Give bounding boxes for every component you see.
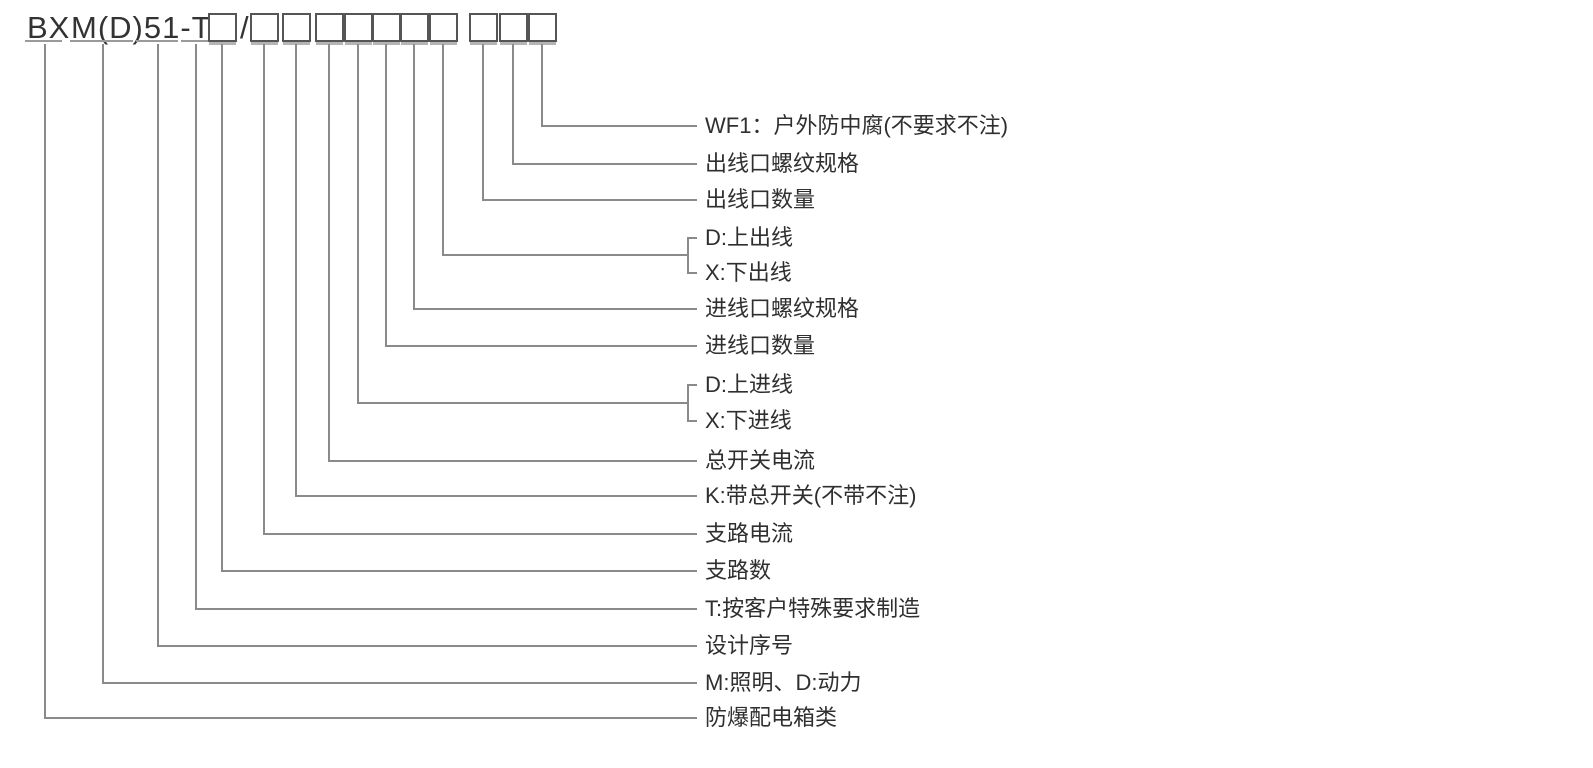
connector-vertical-bx bbox=[44, 44, 46, 719]
code-box-b4 bbox=[315, 13, 344, 42]
connector-vertical-b3 bbox=[295, 44, 297, 497]
label-bx: 防爆配电箱类 bbox=[705, 705, 838, 730]
connector-horizontal-b9 bbox=[482, 199, 697, 201]
code-box-b1 bbox=[208, 13, 237, 42]
label-b10: 出线口螺纹规格 bbox=[705, 151, 860, 176]
connector-vertical-b7 bbox=[413, 44, 415, 310]
bracket-arm-top-b8 bbox=[687, 237, 697, 239]
connector-horizontal-n51 bbox=[157, 645, 697, 647]
code-box-b10 bbox=[499, 13, 528, 42]
bracket-vertical-b8 bbox=[687, 237, 689, 274]
label-b6: 进线口数量 bbox=[705, 333, 816, 358]
label-b3: K:带总开关(不带不注) bbox=[705, 483, 917, 508]
code-box-b9 bbox=[469, 13, 498, 42]
code-middle: M(D)51-T bbox=[71, 10, 212, 45]
connector-horizontal-b3 bbox=[295, 495, 697, 497]
underline-t bbox=[181, 40, 211, 42]
connector-horizontal-b10 bbox=[512, 163, 697, 165]
connector-vertical-b10 bbox=[512, 44, 514, 165]
label-b5-0: D:上进线 bbox=[705, 372, 794, 397]
bracket-arm-bottom-b5 bbox=[687, 420, 697, 422]
underline-bx bbox=[25, 40, 62, 42]
connector-vertical-md bbox=[102, 44, 104, 684]
label-b4: 总开关电流 bbox=[705, 448, 816, 473]
code-box-b5 bbox=[344, 13, 373, 42]
connector-vertical-b5 bbox=[357, 44, 359, 404]
connector-horizontal-b7 bbox=[413, 308, 697, 310]
connector-vertical-b6 bbox=[385, 44, 387, 347]
bracket-arm-top-b5 bbox=[687, 384, 697, 386]
connector-vertical-b1 bbox=[221, 44, 223, 572]
connector-horizontal-b4 bbox=[328, 460, 697, 462]
connector-vertical-b8 bbox=[442, 44, 444, 256]
code-box-b11 bbox=[528, 13, 557, 42]
code-box-b6 bbox=[372, 13, 401, 42]
label-b5-1: X:下进线 bbox=[705, 408, 792, 433]
connector-vertical-t bbox=[195, 44, 197, 610]
label-b1: 支路数 bbox=[705, 558, 772, 583]
bracket-vertical-b5 bbox=[687, 384, 689, 422]
connector-vertical-b9 bbox=[482, 44, 484, 201]
connector-horizontal-bx bbox=[44, 717, 697, 719]
connector-vertical-b11 bbox=[541, 44, 543, 127]
connector-vertical-n51 bbox=[157, 44, 159, 647]
label-b11: WF1：户外防中腐(不要求不注) bbox=[705, 113, 1009, 138]
connector-horizontal-b5 bbox=[357, 402, 687, 404]
connector-horizontal-b1 bbox=[221, 570, 697, 572]
code-prefix: BX bbox=[27, 10, 71, 45]
connector-vertical-b4 bbox=[328, 44, 330, 462]
connector-horizontal-b8 bbox=[442, 254, 687, 256]
connector-horizontal-t bbox=[195, 608, 697, 610]
connector-horizontal-b11 bbox=[541, 125, 697, 127]
bracket-arm-bottom-b8 bbox=[687, 272, 697, 274]
connector-horizontal-b2 bbox=[263, 533, 697, 535]
connector-horizontal-md bbox=[102, 682, 697, 684]
label-b8-1: X:下出线 bbox=[705, 260, 792, 285]
label-b2: 支路电流 bbox=[705, 521, 794, 546]
code-box-b8 bbox=[429, 13, 458, 42]
label-b7: 进线口螺纹规格 bbox=[705, 296, 860, 321]
connector-horizontal-b6 bbox=[385, 345, 697, 347]
underline-md bbox=[70, 40, 133, 42]
code-box-b3 bbox=[282, 13, 311, 42]
code-box-b7 bbox=[400, 13, 429, 42]
underline-51 bbox=[136, 40, 178, 42]
label-b8-0: D:上出线 bbox=[705, 225, 794, 250]
label-t: T:按客户特殊要求制造 bbox=[705, 596, 921, 621]
code-slash: / bbox=[240, 10, 250, 45]
label-b9: 出线口数量 bbox=[705, 187, 816, 212]
connector-vertical-b2 bbox=[263, 44, 265, 535]
label-md: M:照明、D:动力 bbox=[705, 670, 862, 695]
code-box-b2 bbox=[250, 13, 279, 42]
label-n51: 设计序号 bbox=[705, 633, 794, 658]
